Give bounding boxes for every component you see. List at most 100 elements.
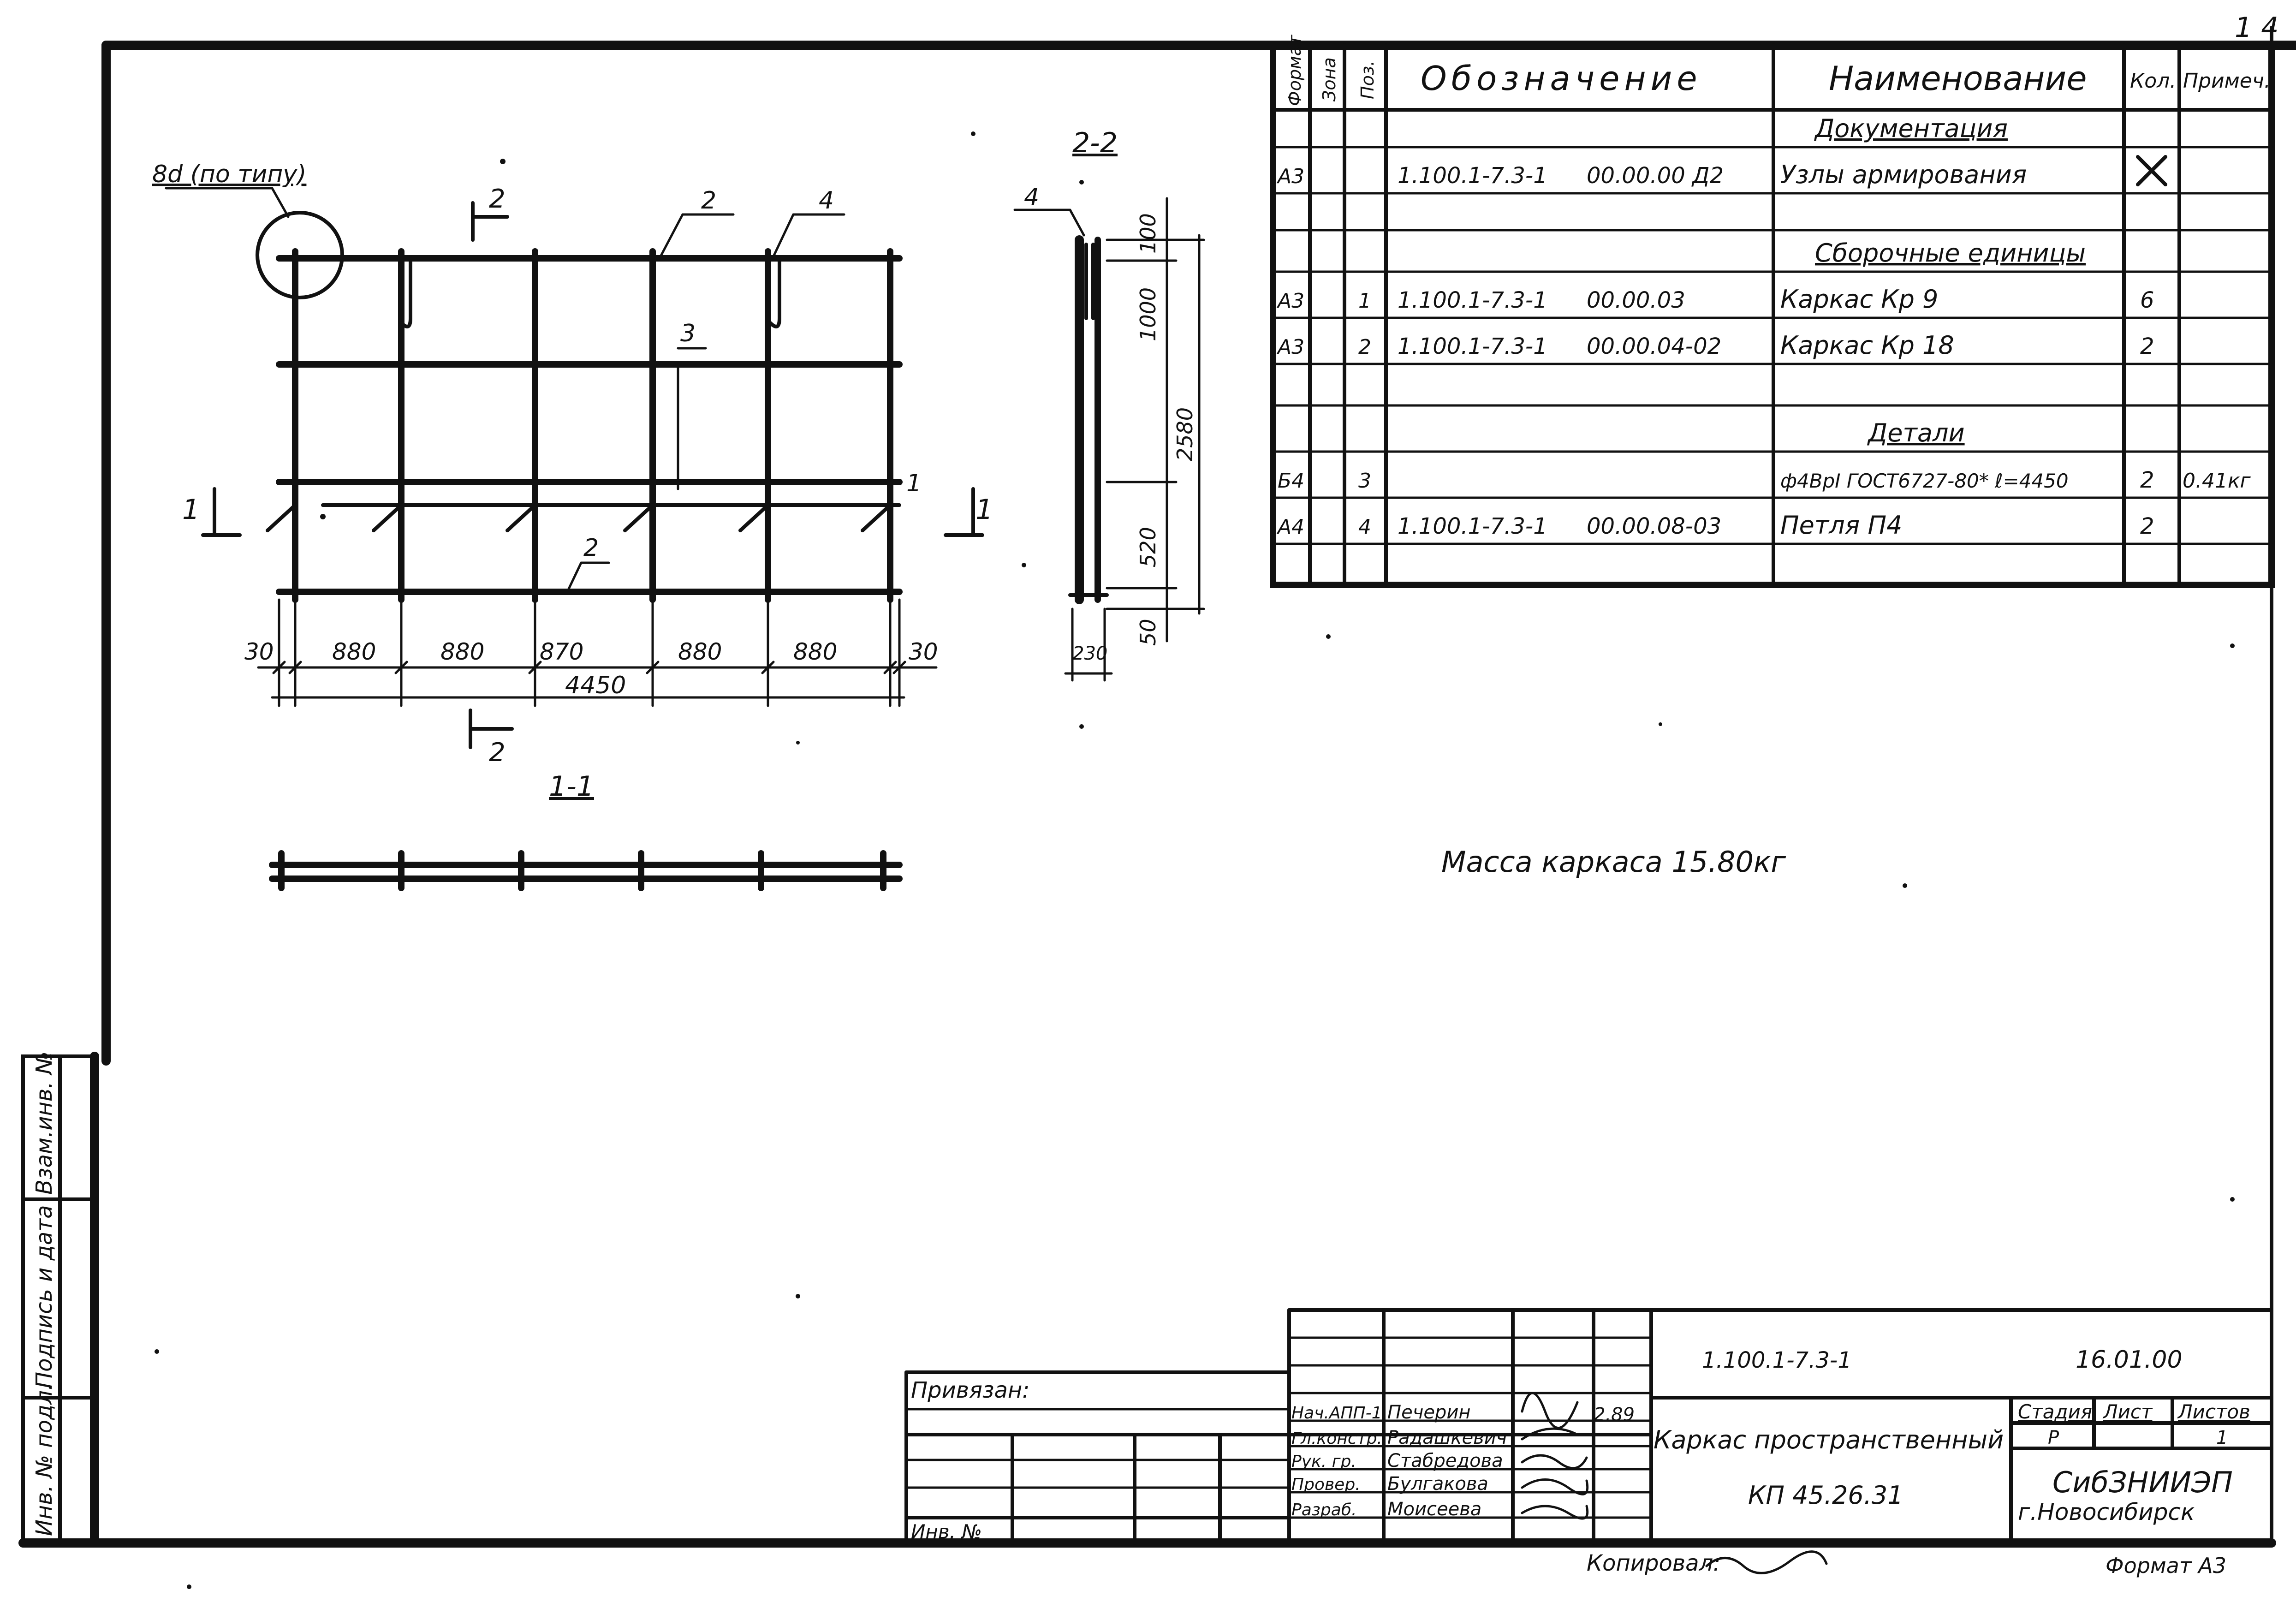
spec-cell-code: 1.100.1-7.3-1: [1398, 513, 1547, 539]
tb-role: Нач.АПП-1: [1291, 1404, 1382, 1423]
copied-label: Копировал:: [1587, 1550, 1720, 1576]
tb-role: Рук. гр.: [1291, 1452, 1356, 1471]
side-dim-50: 50: [1136, 619, 1160, 646]
side-stamp-original-inv: Инв. № подл.: [31, 1383, 57, 1536]
tb-person: Радашкевич: [1387, 1427, 1507, 1448]
document-code: 1.100.1-7.3-1: [1702, 1347, 1852, 1373]
header-designation: Обозначение: [1421, 59, 1702, 98]
bottom-dim: 880: [678, 638, 722, 665]
spec-cell-format: Б4: [1278, 469, 1304, 493]
tb-person: Моисеева: [1387, 1499, 1481, 1520]
section-2-2: 2-2 4 100 1000 2580 520 50 230: [1013, 127, 1205, 682]
diagonal-tick: [506, 503, 537, 532]
spec-cell-format: А3: [1276, 335, 1304, 359]
approval-date: 2.89: [1594, 1404, 1635, 1425]
tb-person: Булгакова: [1387, 1473, 1488, 1495]
bottom-dim: 880: [793, 638, 837, 665]
node-callout-label: 8d (по типу): [152, 161, 306, 188]
section-1-1-label: 1-1: [549, 770, 594, 803]
loop-2: [768, 256, 781, 328]
sheets-value: 1: [2216, 1427, 2228, 1448]
spec-cell-code2: 00.00.08-03: [1587, 513, 1721, 539]
sheet-number: 1 4: [2235, 12, 2278, 44]
spec-cell-qty: 2: [2140, 334, 2154, 359]
spec-cell-name: Сборочные единицы: [1815, 238, 2086, 268]
copied-signature: [1705, 1550, 1828, 1574]
scan-specks: [155, 131, 2235, 1589]
spec-cell-format: А4: [1276, 515, 1304, 539]
side-stamp-replacement: Взам.инв. №: [31, 1051, 57, 1195]
spec-cell-format: А3: [1276, 165, 1304, 188]
format-label: Формат А3: [2106, 1553, 2226, 1578]
side-stamp: Взам.инв. № Подпись и дата Инв. № подл.: [21, 1051, 96, 1545]
tb-role: Разраб.: [1291, 1501, 1356, 1519]
header-note: Примеч.: [2183, 69, 2271, 93]
privyazan-label: Привязан:: [911, 1377, 1029, 1403]
side-stamp-signature-date: Подпись и дата: [31, 1205, 57, 1388]
header-qty: Кол.: [2130, 69, 2176, 93]
spec-cell-pos: 4: [1358, 515, 1371, 539]
tb-role: Гл.констр.: [1291, 1429, 1382, 1448]
spec-cell-name: Детали: [1867, 418, 1965, 447]
header-format: Формат: [1285, 34, 1305, 106]
section-mark-2-bottom: 2: [489, 738, 506, 768]
section-1-1: 1-1: [269, 770, 903, 891]
spec-cell-name: Каркас Кр 9: [1780, 285, 1938, 314]
tb-person: Стабредова: [1387, 1450, 1503, 1471]
bottom-dim: 30: [909, 638, 938, 665]
spec-cell-code: 1.100.1-7.3-1: [1398, 163, 1547, 189]
spec-cell-qty: 6: [2140, 287, 2154, 313]
pos-mark-3: 3: [680, 320, 696, 347]
spec-cell-code2: 00.00.03: [1587, 287, 1685, 313]
diagonal-tick: [623, 503, 654, 532]
spec-cell-name: ф4ВрI ГОСТ6727-80* ℓ=4450: [1780, 470, 2069, 492]
spec-cell-code: 1.100.1-7.3-1: [1398, 334, 1547, 359]
mass-note: Масса каркаса 15.80кг: [1441, 845, 1786, 879]
sheets-header: Листов: [2177, 1400, 2250, 1423]
pos-mark-4: 4: [819, 187, 834, 214]
loop-1: [399, 256, 412, 328]
total-length: 4450: [565, 672, 626, 699]
stage-value: Р: [2048, 1427, 2059, 1448]
diagonal-tick: [266, 503, 297, 532]
pos-mark-2-bottom: 2: [583, 534, 599, 562]
title-line-2: КП 45.26.31: [1748, 1481, 1903, 1510]
spec-cell-qty: 2: [2140, 513, 2154, 539]
spec-cell-name: Документация: [1814, 114, 2008, 143]
diagonal-tick: [738, 503, 770, 532]
revision: 16.01.00: [2076, 1346, 2183, 1374]
tb-role: Провер.: [1291, 1475, 1361, 1494]
spec-cell-code2: 00.00.04-02: [1587, 334, 1721, 359]
section-mark-1-left: 1: [182, 494, 200, 526]
spec-cell-note: 0.41кг: [2183, 469, 2251, 493]
tb-person: Печерин: [1387, 1402, 1470, 1423]
inv-no-label: Инв. №: [911, 1520, 982, 1543]
spec-cell-pos: 1: [1358, 289, 1371, 313]
side-dim-100: 100: [1136, 213, 1160, 254]
title-block: Привязан: Инв. № Нач.АПП-1 ПечеринГл.конс…: [904, 1308, 2273, 1545]
spec-cell-pos: 2: [1358, 335, 1371, 359]
spec-cell-format: А3: [1276, 289, 1304, 313]
spec-cell-code: 1.100.1-7.3-1: [1398, 287, 1547, 313]
side-dim-1000: 1000: [1136, 287, 1160, 341]
bottom-dim: 880: [440, 638, 484, 665]
spec-cell-code2: 00.00.00 Д2: [1587, 163, 1724, 189]
side-width-230: 230: [1072, 643, 1107, 664]
side-dim-2580: 2580: [1172, 407, 1197, 461]
header-name: Наименование: [1829, 59, 2087, 98]
node-callout-circle: [256, 211, 344, 299]
signature-scribbles: [1521, 1392, 1589, 1520]
spec-cell-qty: 2: [2140, 467, 2154, 493]
diagonal-tick: [861, 503, 892, 532]
section-2-2-label: 2-2: [1072, 127, 1118, 159]
spec-cell-name: Петля П4: [1780, 511, 1902, 540]
bottom-dim: 30: [244, 638, 274, 665]
spec-cell-pos: 3: [1358, 469, 1371, 493]
title-line-1: Каркас пространственный: [1654, 1425, 2004, 1454]
pos-mark-2-top: 2: [701, 187, 716, 214]
pos-mark-1: 1: [906, 470, 922, 497]
organization-city: г.Новосибирск: [2018, 1499, 2195, 1525]
bottom-dim: 870: [540, 638, 583, 665]
